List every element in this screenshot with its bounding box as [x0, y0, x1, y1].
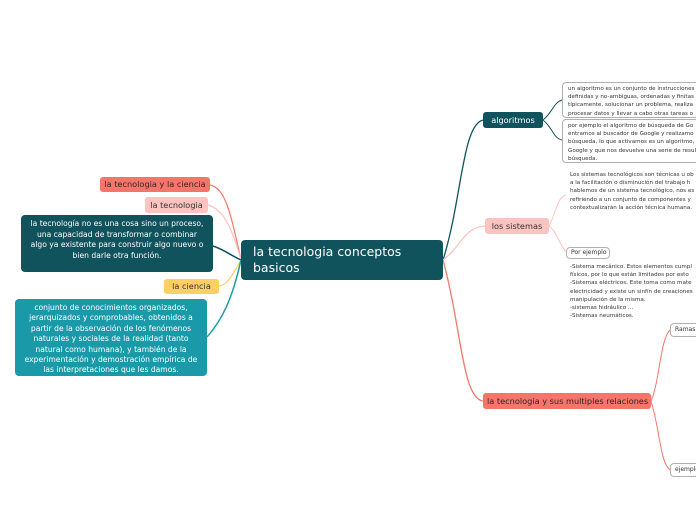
- alg-def-line: procesar datos y llevar a cabo otras tar…: [568, 110, 694, 117]
- alg-def-line: definidas y no-ambiguas, ordenadas y fin…: [568, 94, 694, 101]
- central-topic-title: la tecnologia conceptos basicos: [253, 244, 402, 275]
- link-algorithms: [442, 119, 484, 261]
- node-algorithms-definition[interactable]: un algoritmo es un conjunto de instrucci…: [562, 82, 696, 118]
- node-systems-examples[interactable]: -Sistema mecánico. Estos elementos cumpl…: [570, 263, 696, 323]
- sys-ex-line: -sistemas hidráulico ...: [570, 305, 634, 312]
- alg-ex-line: búsqueda, lo que activamos es un algorit…: [568, 139, 695, 146]
- sys-ex-line: -Sistema mecánico. Estos elementos cumpl: [570, 264, 692, 270]
- alg-ex-line: entramos al buscador de Google y realiza…: [568, 131, 694, 138]
- link-relations: [442, 259, 484, 402]
- link-alg-def: [542, 99, 563, 121]
- link-sys-ex: [548, 225, 567, 253]
- alg-def-line: típicamente, solucionar un problema, rea…: [568, 102, 694, 109]
- link-systems: [442, 225, 486, 261]
- node-tech[interactable]: la tecnologia: [145, 197, 208, 213]
- node-algorithms[interactable]: algoritmos: [483, 112, 543, 128]
- node-systems-label: los sistemas: [491, 221, 543, 231]
- link-science: [218, 259, 242, 287]
- central-topic[interactable]: la tecnologia conceptos basicos: [241, 240, 443, 280]
- sys-ex-line: -Sistemas eléctricos. Este toma como mat…: [570, 280, 692, 287]
- node-algorithms-example[interactable]: por ejemplo el algoritmo de búsqueda de …: [562, 119, 696, 163]
- node-tech-label: la tecnologia: [150, 200, 203, 210]
- link-tech-science: [209, 184, 242, 261]
- node-tech-definition[interactable]: la tecnología no es una cosa sino un pro…: [21, 215, 213, 272]
- node-tech-definition-text: la tecnología no es una cosa sino un pro…: [30, 219, 204, 260]
- sys-def-line: contextualizarán la acción técnica human…: [570, 204, 693, 211]
- link-tech: [207, 204, 242, 261]
- node-relations-label: la tecnologia y sus multiples relaciones: [487, 396, 649, 406]
- node-ejemplo[interactable]: ejemplo: [670, 463, 696, 477]
- link-ramas: [650, 329, 671, 402]
- node-ejemplo-label: ejemplo: [675, 466, 696, 473]
- link-sys-def: [548, 194, 567, 227]
- node-science-label: la ciencia: [172, 281, 211, 291]
- sys-def-line: hablemos de un sistema tecnológico, nos …: [570, 188, 695, 195]
- alg-ex-line: Google y que nos devuelve una serie de r…: [568, 147, 696, 154]
- node-tech-science-label: la tecnologia y la ciencia: [104, 179, 206, 189]
- link-ejemplo: [650, 400, 671, 471]
- node-ramas[interactable]: Ramas: [670, 323, 696, 337]
- node-ramas-label: Ramas: [675, 326, 696, 333]
- node-systems-definition[interactable]: Los sistemas tecnológicos son técnicas u…: [570, 171, 696, 216]
- node-science-definition-text: conjunto de conocimientos organizados, j…: [24, 303, 198, 375]
- sys-ex-line: manipulación de la misma.: [570, 296, 646, 303]
- sys-ex-line: electricidad y existe un sinfín de creac…: [570, 288, 693, 295]
- sys-def-line: a la facilitación o disminución del trab…: [570, 180, 691, 187]
- node-systems[interactable]: los sistemas: [485, 218, 549, 234]
- node-science-definition[interactable]: conjunto de conocimientos organizados, j…: [15, 299, 207, 376]
- sys-ex-line: físicos, por lo que están limitados por …: [570, 272, 689, 279]
- node-relations[interactable]: la tecnologia y sus multiples relaciones: [483, 393, 651, 409]
- sys-def-line: refiriendo a un conjunto de componentes …: [570, 196, 691, 203]
- sys-def-line: Los sistemas tecnológicos son técnicas u…: [570, 172, 694, 178]
- alg-ex-line: búsqueda.: [568, 155, 598, 162]
- node-algorithms-label: algoritmos: [491, 115, 535, 125]
- link-tech-def: [212, 245, 242, 261]
- link-alg-ex: [542, 119, 563, 141]
- alg-def-line: un algoritmo es un conjunto de instrucci…: [568, 86, 696, 92]
- alg-ex-line: por ejemplo el algoritmo de búsqueda de …: [568, 123, 694, 129]
- node-tech-science[interactable]: la tecnologia y la ciencia: [100, 177, 210, 192]
- sys-ex-line: -Sistemas neumáticos.: [570, 313, 634, 320]
- link-science-def: [206, 259, 242, 338]
- node-systems-example-label[interactable]: Por ejemplo: [566, 247, 610, 259]
- sys-example-label: Por ejemplo: [571, 249, 607, 256]
- node-science[interactable]: la ciencia: [164, 279, 219, 294]
